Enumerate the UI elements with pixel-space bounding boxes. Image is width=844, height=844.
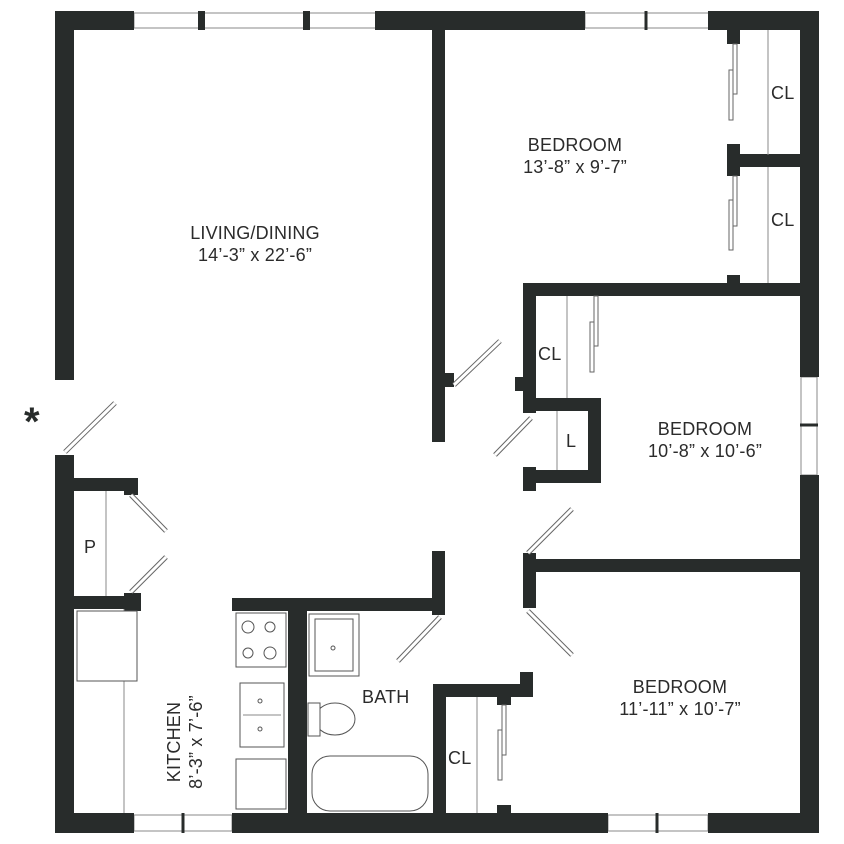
sliding-doors [497, 43, 738, 781]
room-bath: BATH [362, 686, 409, 708]
room-name: LIVING/DINING [190, 223, 320, 243]
room-dimensions: 10’-8” x 10’-6” [647, 441, 763, 461]
room-dimensions: 14’-3” x 22’-6” [197, 245, 313, 265]
room-dimensions: 8’-3” x 7’-6” [186, 695, 206, 789]
room-living: LIVING/DINING 14’-3” x 22’-6” [140, 222, 370, 266]
room-dimensions: 11’-11” x 10’-7” [619, 699, 741, 719]
closet-label: CL [448, 748, 472, 768]
bath-fixtures [307, 613, 429, 812]
closet-label: CL [538, 344, 562, 364]
pantry-label: P [84, 537, 97, 557]
room-name: BEDROOM [657, 419, 753, 439]
room-bedroom-2: BEDROOM 10’-8” x 10’-6” [590, 418, 820, 462]
room-bedroom-3: BEDROOM 11’-11” x 10’-7” [565, 676, 795, 720]
linen-label: L [566, 431, 577, 451]
room-name: BEDROOM [527, 135, 623, 155]
closet-label: CL [771, 210, 795, 230]
room-dimensions: 13’-8” x 9’-7” [523, 157, 627, 177]
room-name: BEDROOM [632, 677, 728, 697]
entry-marker: * [24, 400, 40, 444]
swing-doors [63, 339, 574, 663]
closet-label: CL [771, 83, 795, 103]
kitchen-fixtures [76, 610, 287, 810]
room-name: BATH [362, 687, 410, 707]
room-bedroom-1: BEDROOM 13’-8” x 9’-7” [460, 134, 690, 178]
room-name: KITCHEN [164, 701, 184, 783]
walls [55, 11, 819, 833]
room-kitchen: KITCHEN 8’-3” x 7’-6” [163, 672, 207, 812]
